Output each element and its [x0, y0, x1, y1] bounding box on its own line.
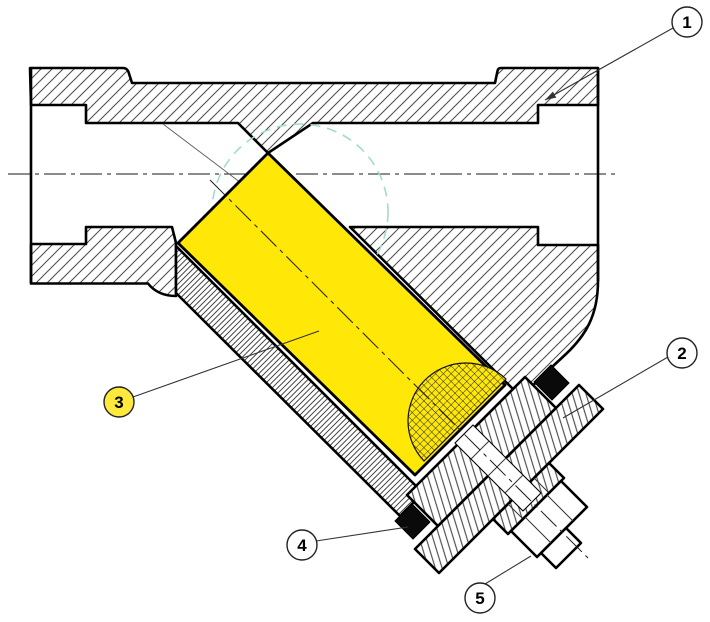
balloon-3: 3 — [103, 386, 135, 418]
valve-body — [28, 66, 600, 518]
balloon-5: 5 — [464, 582, 496, 614]
screen-mesh-dome — [407, 362, 507, 462]
balloon-5-circle — [464, 582, 496, 614]
body-bottom-left-wall — [29, 225, 178, 298]
leader-4 — [315, 526, 409, 542]
strainer-screen — [176, 151, 507, 477]
leader-2 — [562, 356, 669, 419]
balloon-1-number: 1 — [682, 13, 691, 32]
balloon-3-number: 3 — [114, 393, 123, 412]
balloon-2: 2 — [666, 337, 698, 369]
plug-facet-lines — [524, 494, 574, 544]
balloon-2-number: 2 — [677, 344, 686, 363]
balloon-2-circle — [666, 337, 698, 369]
leader-5 — [484, 555, 532, 585]
leader-lines — [132, 27, 674, 585]
balloon-4-number: 4 — [297, 536, 307, 555]
seat-edge-line — [162, 123, 254, 193]
balloon-1-circle — [671, 6, 703, 38]
balloon-4: 4 — [286, 529, 318, 561]
balloon-5-number: 5 — [475, 589, 484, 608]
branch-centerline — [209, 179, 589, 559]
leader-3 — [132, 330, 320, 398]
body-top-wall — [28, 66, 600, 155]
plug-tip — [539, 526, 583, 570]
balloon-1: 1 — [671, 6, 703, 38]
leader-1-arrowhead — [545, 91, 557, 100]
balloon-4-circle — [286, 529, 318, 561]
upper-seal-gasket — [533, 364, 570, 401]
balloons: 1 2 3 4 5 — [103, 6, 703, 614]
balloon-3-circle — [103, 386, 135, 418]
leader-1 — [544, 27, 674, 101]
lower-seal-gasket — [394, 503, 431, 540]
